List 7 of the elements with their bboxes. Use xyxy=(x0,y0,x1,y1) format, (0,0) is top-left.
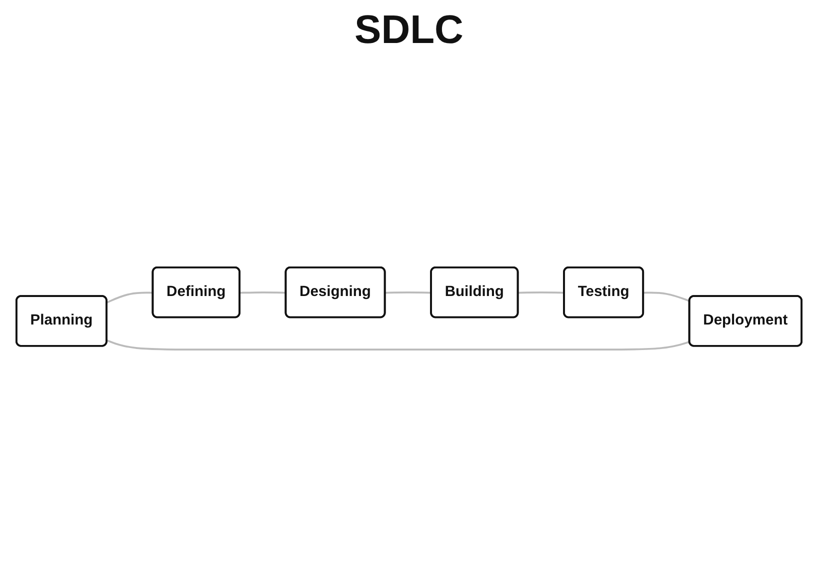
connector xyxy=(106,340,690,351)
center-title-text: SDLC xyxy=(354,8,464,53)
connector xyxy=(518,292,564,294)
connector xyxy=(106,292,154,304)
connector xyxy=(644,292,690,302)
connector xyxy=(240,292,286,294)
connector xyxy=(385,292,432,294)
